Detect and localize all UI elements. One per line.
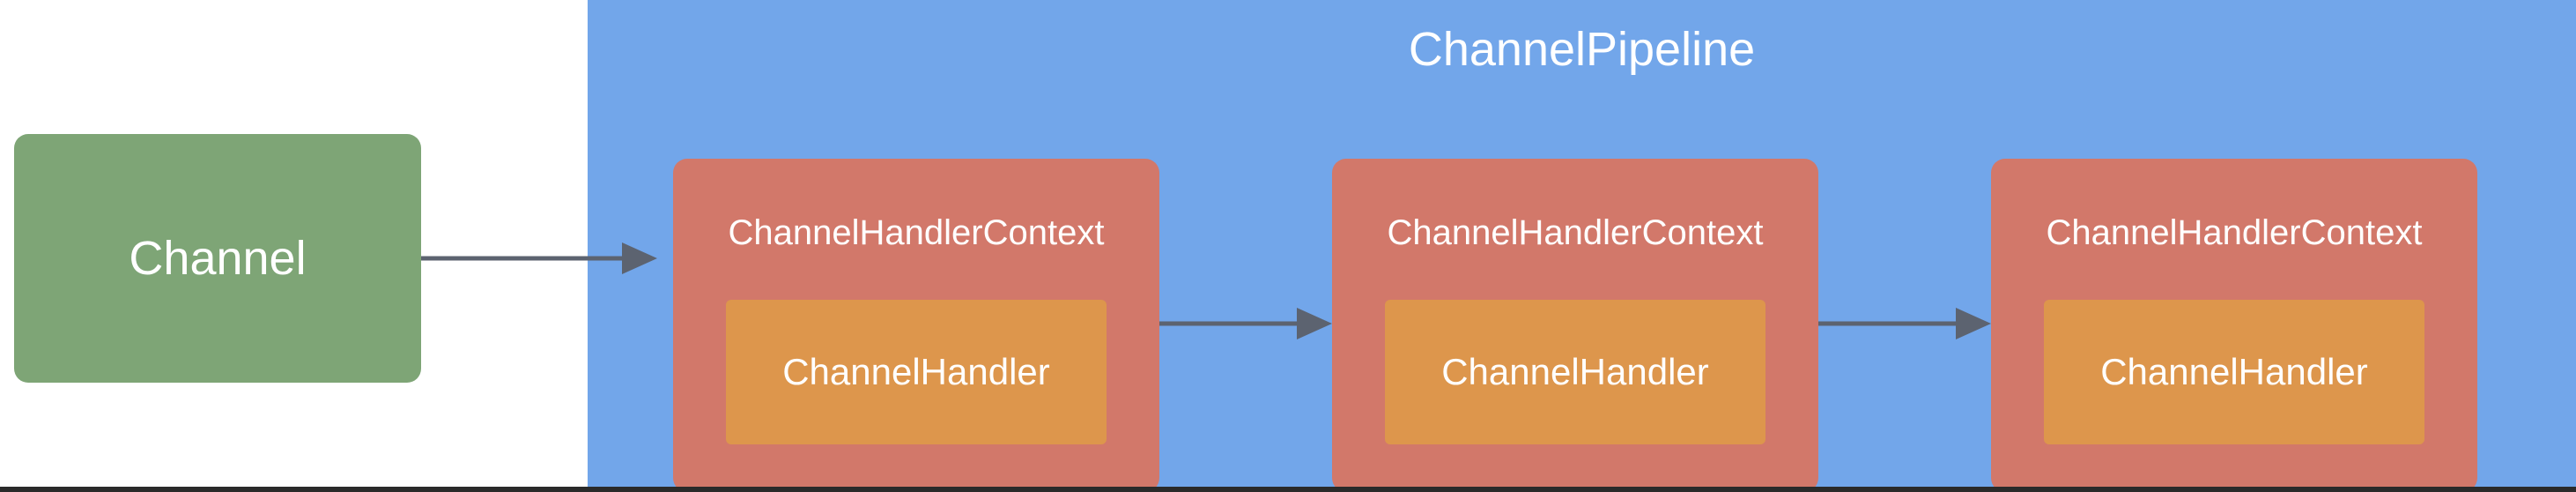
- arrow-head-icon: [1956, 308, 1991, 339]
- arrow-head-icon: [622, 242, 657, 274]
- channel-handler-1: ChannelHandler: [726, 300, 1107, 444]
- channel-handler-label: ChannelHandler: [782, 351, 1050, 392]
- bottom-divider: [0, 487, 2576, 492]
- channel-label: Channel: [129, 232, 307, 285]
- channel-box: Channel: [14, 134, 421, 383]
- handler-context-label: ChannelHandlerContext: [2046, 213, 2423, 252]
- handler-context-2: ChannelHandlerContext ChannelHandler: [1332, 159, 1818, 492]
- arrow-head-icon: [1297, 308, 1332, 339]
- channel-handler-2: ChannelHandler: [1385, 300, 1765, 444]
- channel-handler-label: ChannelHandler: [1441, 351, 1709, 392]
- handler-context-3: ChannelHandlerContext ChannelHandler: [1991, 159, 2477, 492]
- channel-handler-label: ChannelHandler: [2100, 351, 2368, 392]
- handler-context-label: ChannelHandlerContext: [728, 213, 1105, 252]
- pipeline-title: ChannelPipeline: [1408, 23, 1756, 76]
- handler-context-1: ChannelHandlerContext ChannelHandler: [673, 159, 1159, 492]
- channel-handler-3: ChannelHandler: [2044, 300, 2424, 444]
- handler-context-label: ChannelHandlerContext: [1387, 213, 1764, 252]
